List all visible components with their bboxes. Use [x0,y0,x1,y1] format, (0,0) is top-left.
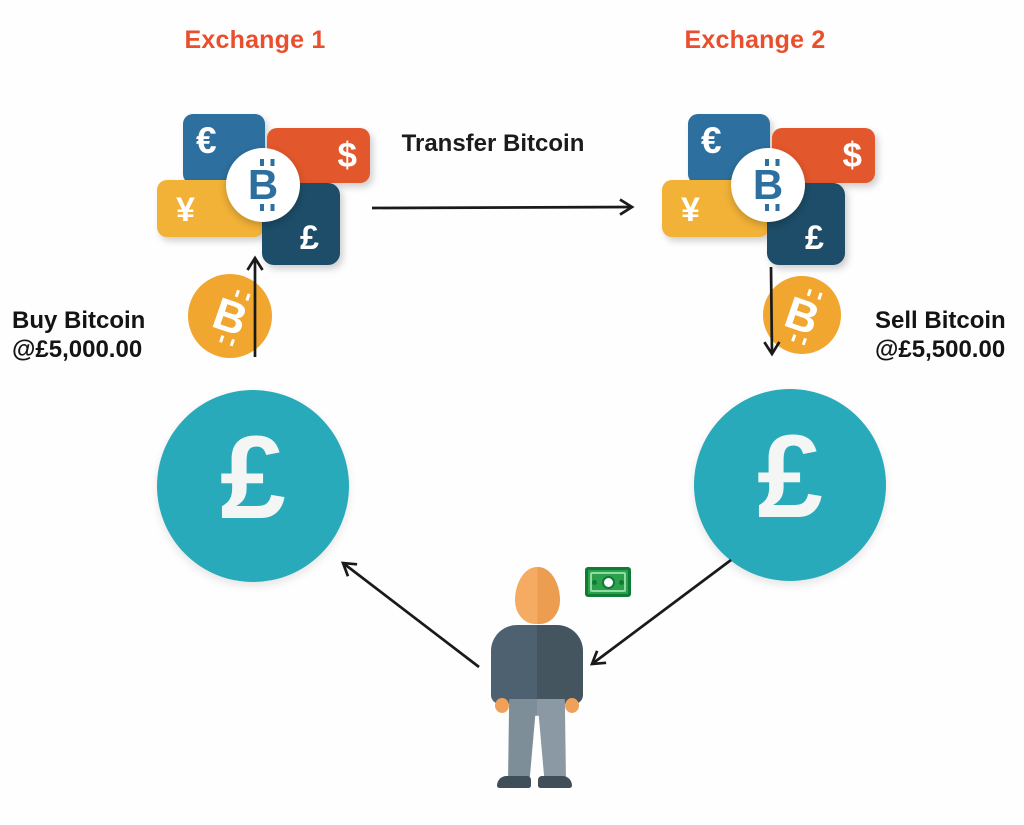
person-to-left-pound-arrow [340,561,480,669]
bitcoin-circle: B [226,148,300,222]
person-jacket [491,625,583,704]
buy-bitcoin-price: @£5,000.00 [12,336,143,363]
buy-bitcoin-line1: Buy Bitcoin [12,307,146,334]
person-shoe-right [538,776,572,788]
banknote-center-circle [601,575,615,589]
exchange2-title: Exchange 2 [684,26,826,54]
bitcoin-coin-icon: B [206,286,254,346]
pound-icon: £ [300,219,319,257]
exchange1-title: Exchange 1 [184,26,326,54]
pound-circle-right: £ [694,389,886,581]
banknote-icon [585,567,631,597]
bitcoin-coin-left: B [188,274,272,358]
exchange1-currency-icon: € $ ¥ £ B [157,114,370,266]
pound-symbol: £ [757,411,823,543]
yen-icon: ¥ [681,191,700,229]
person-hand-right [565,698,579,713]
banknote-left-dot [592,579,597,585]
pound-tile: £ [262,183,340,265]
dollar-icon: $ [337,136,357,175]
bitcoin-icon: B [752,159,784,211]
bitcoin-coin-right: B [763,276,841,354]
transfer-bitcoin-arrow [371,198,635,216]
sell-bitcoin-price: @£5,500.00 [875,336,1006,363]
pound-symbol: £ [220,412,286,544]
transfer-bitcoin-label: Transfer Bitcoin [401,130,585,157]
bitcoin-coin-icon: B [778,285,826,345]
yen-icon: ¥ [176,191,195,229]
person-shoe-left [497,776,531,788]
pound-circle-left: £ [157,390,349,582]
exchange2-currency-icon: € $ ¥ £ B [662,114,875,266]
buy-bitcoin-label: Buy Bitcoin @£5,000.00 [12,306,145,364]
person-head [515,567,560,624]
euro-icon: € [701,120,722,161]
pound-icon: £ [805,219,824,257]
person-hand-left [495,698,509,713]
sell-bitcoin-label: Sell Bitcoin @£5,500.00 [875,306,1006,364]
person-figure [488,567,588,791]
bitcoin-icon: B [247,159,279,211]
person-pants [508,699,566,782]
euro-icon: € [196,120,217,161]
sell-bitcoin-line1: Sell Bitcoin [875,307,1006,334]
banknote-right-dot [619,579,624,585]
dollar-icon: $ [842,136,862,175]
bitcoin-circle: B [731,148,805,222]
